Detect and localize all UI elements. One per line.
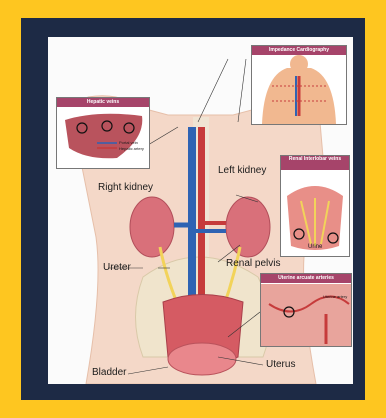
inset-hepatic-veins: Hepatic veins Portal vein Hepatic artery [56, 97, 150, 169]
aorta [198, 127, 205, 317]
anatomy-illustration: Right kidney Left kidney Ureter Renal pe… [48, 37, 353, 384]
bladder-shape [168, 343, 236, 375]
right-kidney-shape [130, 197, 174, 257]
liver-drawing [57, 98, 149, 168]
label-bladder: Bladder [92, 367, 126, 378]
inset-renal-interlobar-veins: Renal Interlobar veins Urine [280, 155, 350, 257]
inset-impedance-cardiography: Impedance Cardiography [251, 45, 347, 125]
caption-urine: Urine [308, 244, 322, 250]
label-left-kidney: Left kidney [218, 165, 266, 176]
left-kidney-shape [226, 197, 270, 257]
label-uterus: Uterus [266, 359, 295, 370]
vena-cava [188, 127, 196, 317]
label-right-kidney: Right kidney [98, 182, 153, 193]
kidney-section-drawing [281, 156, 349, 256]
label-ureter: Ureter [103, 262, 131, 273]
legend-uterine-artery: Uterine artery [323, 294, 347, 299]
legend-portal-vein: Portal vein [119, 140, 138, 145]
chest-drawing [252, 46, 346, 124]
inset-uterine-arcuate-arteries: Uterine arcuate arteries Uterine artery [260, 273, 352, 347]
label-renal-pelvis: Renal pelvis [226, 258, 280, 269]
uterine-wall-drawing [261, 274, 351, 346]
legend-hepatic-artery: Hepatic artery [119, 146, 144, 151]
